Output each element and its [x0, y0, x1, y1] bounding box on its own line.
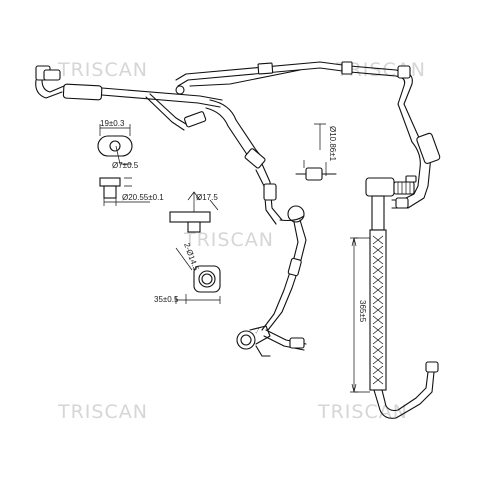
- dim-dia-10: Ø10.86±1: [328, 126, 337, 162]
- detail-double-hole: [175, 247, 221, 304]
- dim-hole-7: Ø7±0.5: [112, 161, 139, 170]
- dim-dia-17: Ø17.5: [196, 193, 218, 202]
- svg-text:...: ...: [250, 325, 261, 335]
- dim-len-365: 365±5: [358, 300, 367, 323]
- detail-bracket: [169, 191, 219, 233]
- dim-dia-20: Ø20.55±0.1: [122, 193, 164, 202]
- watermark-bottom-right: TRISCAN: [317, 401, 408, 423]
- connector-block: [365, 177, 395, 197]
- detail-fitting-side: [99, 177, 150, 206]
- detail-clamp: [295, 123, 337, 181]
- upper-main-tube: [175, 61, 413, 105]
- detail-fitting-top: [97, 124, 133, 165]
- clip-ring: [175, 85, 185, 95]
- upper-left-hose: [35, 65, 223, 131]
- watermark-bottom-left: TRISCAN: [57, 401, 148, 423]
- loop-fitting: [287, 205, 305, 223]
- right-vertical-hose: [350, 103, 441, 419]
- lower-center-hose: ...: [236, 205, 307, 357]
- center-downtube: [205, 99, 283, 225]
- dim-len-35: 35±0.5: [154, 295, 179, 304]
- sleeve-left: [62, 83, 103, 101]
- watermark-top-left: TRISCAN: [57, 59, 148, 81]
- dim-width-19: 19±0.3: [100, 119, 125, 128]
- right-sleeve: [416, 132, 441, 165]
- watermark-middle: TRISCAN: [183, 229, 274, 251]
- hose-upper-tube: [371, 195, 385, 231]
- lower-ring-fitting: [236, 330, 256, 350]
